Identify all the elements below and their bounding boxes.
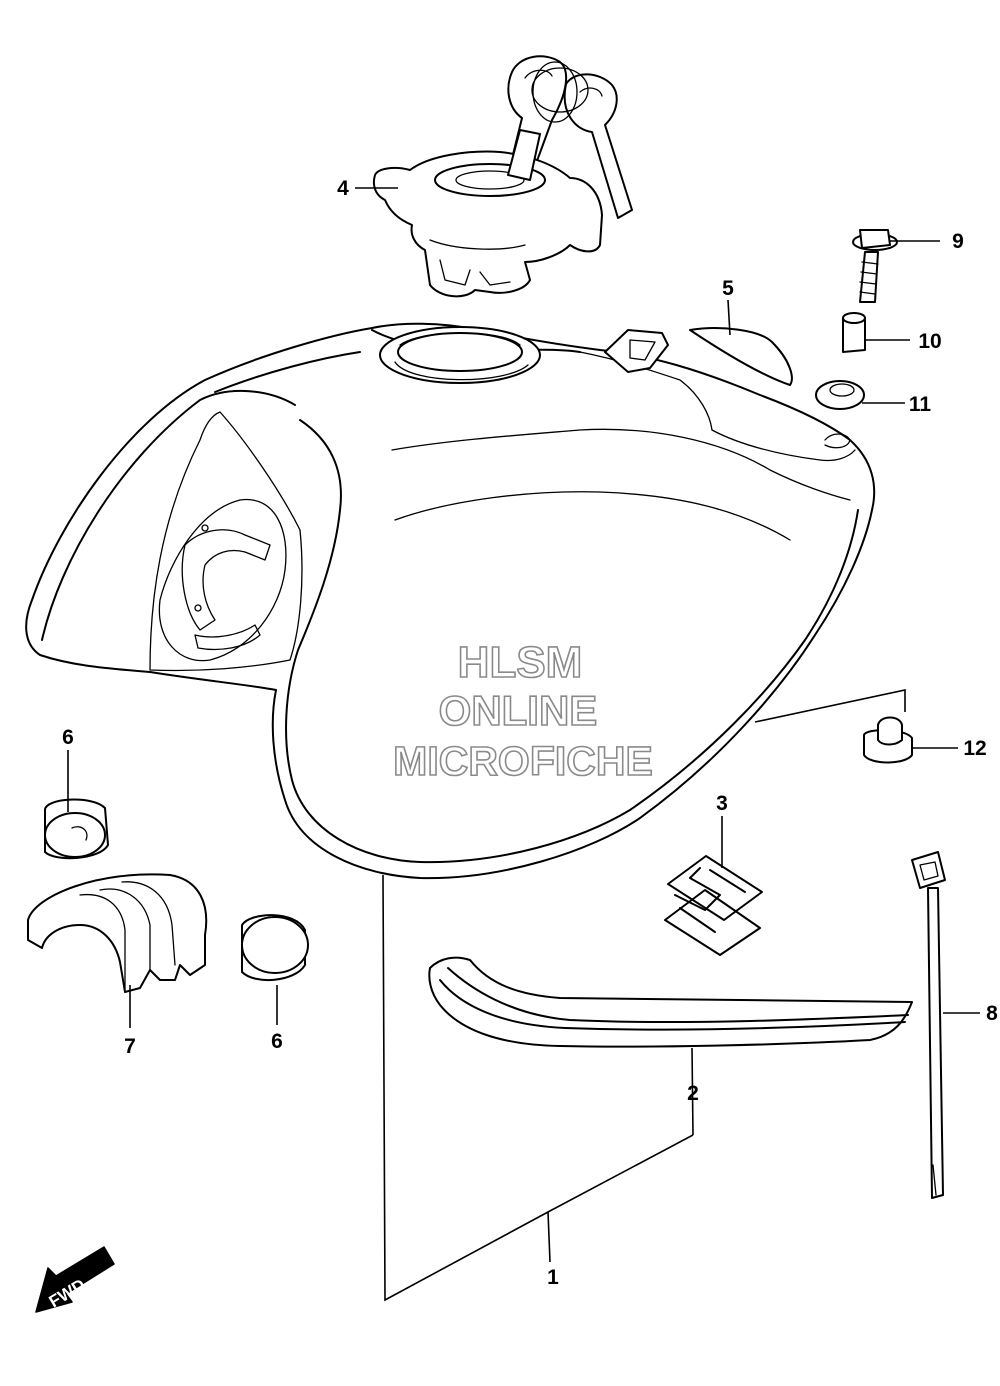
stripe-tape-2[interactable] — [428, 956, 913, 1048]
fuel-cap-with-keys[interactable] — [372, 55, 633, 298]
callout-8: 8 — [986, 1002, 998, 1025]
suzuki-emblem-3[interactable] — [664, 855, 763, 956]
watermark: HLSM ONLINE MICROFICHE — [392, 637, 653, 785]
leader-lines — [67, 187, 980, 1302]
cable-tie-8[interactable] — [911, 851, 946, 1199]
callout-6b: 6 — [271, 1030, 283, 1053]
tank-emblem-5[interactable] — [689, 327, 793, 386]
callout-12: 12 — [963, 737, 986, 760]
callout-1: 1 — [547, 1266, 559, 1289]
bolt-9[interactable] — [852, 229, 898, 303]
callout-7: 7 — [124, 1035, 136, 1058]
callout-11: 11 — [909, 393, 932, 416]
callout-labels: 1 2 3 4 5 6 6 7 8 9 10 11 12 — [62, 177, 998, 1289]
fuel-tank[interactable] — [25, 322, 876, 880]
cushion-11[interactable] — [815, 380, 865, 410]
callout-10: 10 — [918, 330, 941, 353]
cushion-6a[interactable] — [44, 798, 109, 860]
spacer-10[interactable] — [842, 312, 866, 353]
damper-12[interactable] — [863, 716, 913, 764]
cushion-7[interactable] — [27, 873, 208, 993]
callout-2: 2 — [687, 1082, 699, 1105]
watermark-line2: ONLINE — [439, 687, 598, 734]
cushion-6b[interactable] — [241, 914, 309, 982]
callout-6a: 6 — [62, 726, 74, 749]
callout-9: 9 — [952, 230, 964, 253]
watermark-line3: MICROFICHE — [393, 738, 653, 784]
callout-4: 4 — [337, 177, 349, 200]
watermark-line1: HLSM — [458, 638, 583, 687]
fwd-arrow-icon: FWD — [35, 1246, 115, 1313]
callout-5: 5 — [722, 277, 734, 300]
callout-3: 3 — [716, 792, 728, 815]
